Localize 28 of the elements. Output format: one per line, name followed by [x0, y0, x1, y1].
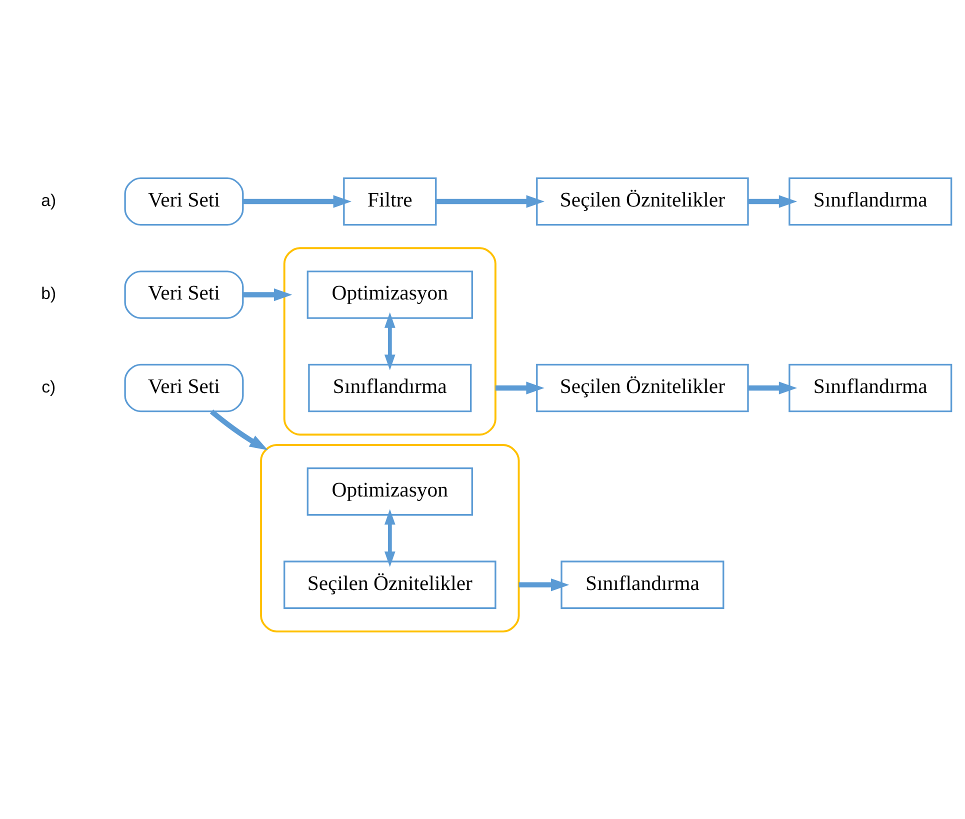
arrow	[384, 508, 396, 567]
arrow	[518, 578, 570, 591]
node-box: Seçilen Öznitelikler	[284, 560, 496, 608]
arrow	[243, 288, 292, 301]
node-box: Optimizasyon	[306, 270, 473, 318]
node-box: Veri Seti	[124, 363, 244, 412]
node-box: Optimizasyon	[306, 466, 473, 516]
node-box: Seçilen Öznitelikler	[536, 176, 749, 226]
node-box: Sınıflandırma	[308, 363, 472, 412]
arrow	[243, 194, 352, 208]
cluster	[260, 444, 520, 632]
arrow	[748, 381, 798, 394]
arrow	[384, 312, 396, 370]
arrow	[436, 194, 544, 208]
arrow	[495, 381, 544, 394]
node-box: Seçilen Öznitelikler	[536, 363, 749, 412]
label: c)	[42, 376, 56, 396]
node-box: Filtre	[343, 176, 437, 226]
cluster	[283, 246, 496, 436]
node-box: Sınıflandırma	[788, 363, 952, 412]
label: a)	[41, 190, 56, 210]
label: b)	[41, 284, 56, 303]
node-box: Veri Seti	[124, 270, 244, 318]
arrow	[210, 409, 268, 450]
node-box: Sınıflandırma	[788, 176, 952, 226]
arrow	[748, 194, 798, 208]
node-box: Sınıflandırma	[560, 560, 724, 608]
node-box: Veri Seti	[124, 176, 244, 226]
